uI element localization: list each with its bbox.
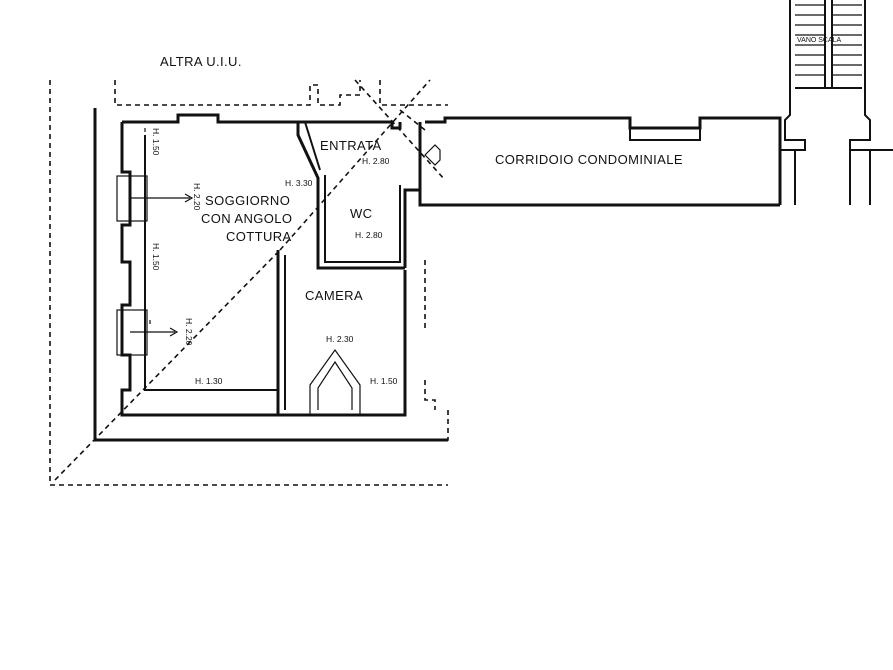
- height-camera: H. 2.30: [326, 334, 354, 344]
- height-entrata: H. 2.80: [362, 156, 390, 166]
- entrance-arrow: [424, 144, 441, 166]
- height-soggiorno-vert: H. 2.20: [192, 183, 202, 211]
- height-soggiorno-bottom: H. 1.30: [195, 376, 223, 386]
- height-330: H. 3.30: [285, 178, 313, 188]
- height-left-top: H. 1.50: [151, 128, 161, 156]
- stair-treads: [795, 0, 862, 89]
- windows: [116, 175, 194, 356]
- label-con-angolo: CON ANGOLO: [201, 211, 292, 226]
- property-boundary: [49, 80, 449, 486]
- label-cottura: COTTURA: [226, 229, 292, 244]
- label-camera: CAMERA: [305, 288, 363, 303]
- construction-lines: [54, 79, 446, 481]
- height-left-mid: H. 1.50: [151, 243, 161, 271]
- label-entrata: ENTRATA: [320, 138, 382, 153]
- label-soggiorno: SOGGIORNO: [205, 193, 290, 208]
- height-left-bottom: H. 2.20: [184, 318, 194, 346]
- height-ticks: [144, 128, 151, 324]
- label-corridoio: CORRIDOIO CONDOMINIALE: [495, 152, 683, 167]
- label-altra-uiu: ALTRA U.I.U.: [160, 54, 242, 69]
- height-wc: H. 2.80: [355, 230, 383, 240]
- camera-door-symbol: [309, 348, 361, 415]
- walls: [93, 0, 893, 442]
- label-wc: WC: [350, 206, 372, 221]
- height-camera-right: H. 1.50: [370, 376, 398, 386]
- label-vano-scala: VANO SCALA: [797, 37, 842, 44]
